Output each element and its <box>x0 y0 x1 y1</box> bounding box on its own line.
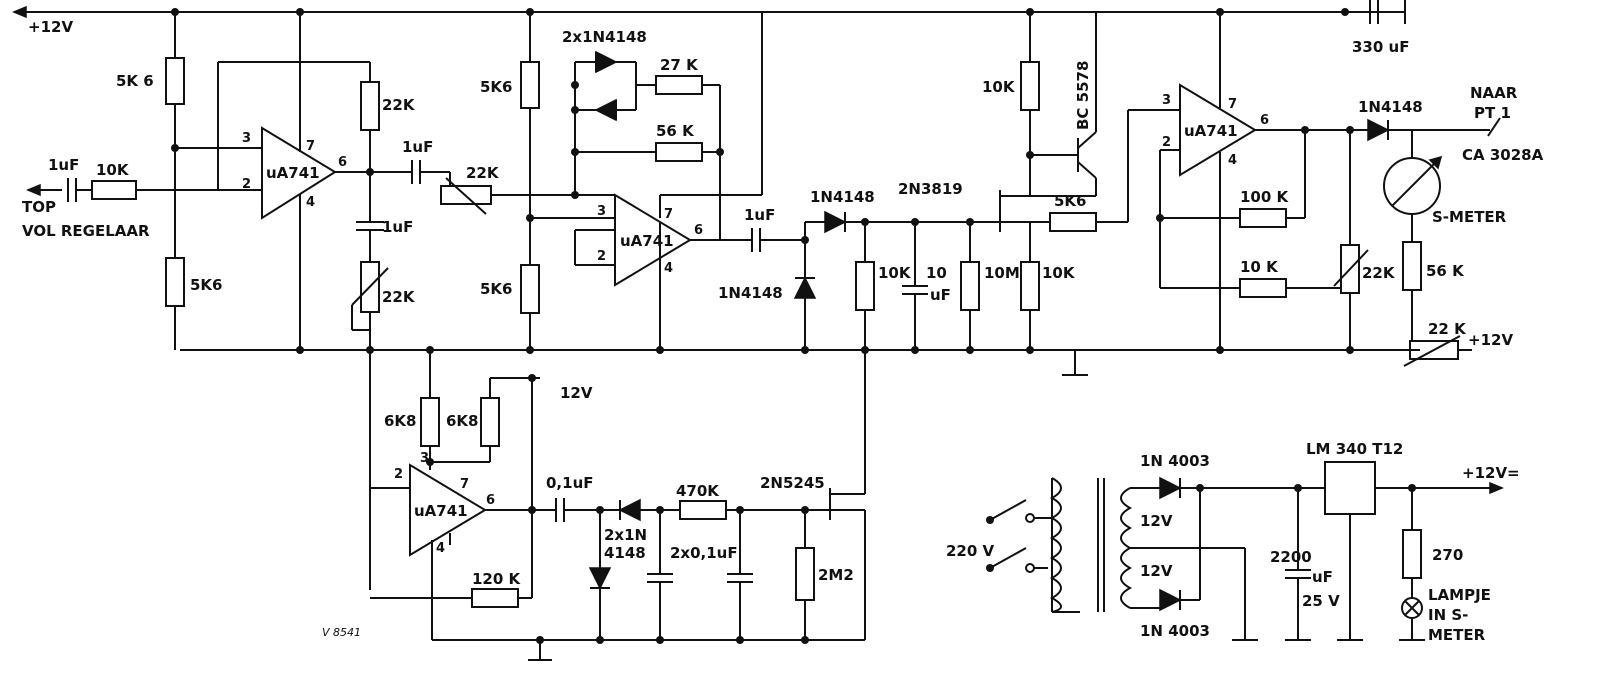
stage2-bias-top-label: 5K6 <box>480 78 513 96</box>
stage2-pin-plus: 3 <box>597 204 606 219</box>
detector-res-load-label: 10K <box>878 264 912 282</box>
detector <box>793 12 1180 350</box>
psu-cap-voltage-label: 25 V <box>1302 592 1340 610</box>
stage1-pin-vcc: 7 <box>306 139 315 154</box>
psu-diode-top-label: 1N 4003 <box>1140 452 1210 470</box>
stage1-feedback-label: 22K <box>382 96 416 114</box>
stage3-pin-vcc: 7 <box>1228 97 1237 112</box>
stage4-opamp-label: uA741 <box>414 502 468 520</box>
stage3-meter-label: S-METER <box>1432 208 1507 226</box>
stage3-pin-minus: 2 <box>1162 135 1171 150</box>
supply-rails <box>12 5 1420 462</box>
psu-cap-unit-label: uF <box>1312 568 1333 586</box>
stage3-opamp-label: uA741 <box>1184 122 1238 140</box>
stage3-supply-cap-label: 330 uF <box>1352 38 1409 56</box>
stage4-fet-label: 2N5245 <box>760 474 825 492</box>
psu-cap-value-label: 2200 <box>1270 548 1312 566</box>
stage1-bias-top-label: 5K 6 <box>116 72 154 90</box>
stage3-pin-vee: 4 <box>1228 153 1237 168</box>
stage2-bias-bottom-label: 5K6 <box>480 280 513 298</box>
psu-winding-bottom-label: 12V <box>1140 562 1173 580</box>
detector-cap-value-label: 10 <box>926 264 947 282</box>
stage4-caps-label: 2x0,1uF <box>670 544 738 562</box>
stage1-input-cap-label: 1uF <box>48 156 79 174</box>
stage1-pin-minus: 2 <box>242 177 251 192</box>
psu-winding-top-label: 12V <box>1140 512 1173 530</box>
stage1-input-label-top: TOP <box>22 198 56 216</box>
stage3-meter-pot-label: 22 K <box>1428 320 1467 338</box>
psu-lamp-label-3: METER <box>1428 626 1486 644</box>
stage3-pot-label: 22K <box>1362 264 1396 282</box>
stage4-pin-minus: 2 <box>394 467 403 482</box>
stage2-pin-vee: 4 <box>664 261 673 276</box>
stage1-level-pot-label: 22K <box>466 164 500 182</box>
stage2-opamp-label: uA741 <box>620 232 674 250</box>
stage3-meter-res-label: 56 K <box>1426 262 1465 280</box>
detector-res-10m-label: 10M <box>984 264 1020 282</box>
stage4-pin-plus: 3 <box>420 451 429 466</box>
stage2-pin-vcc: 7 <box>664 207 673 222</box>
psu-lamp-res-label: 270 <box>1432 546 1463 564</box>
stage3-transistor-label: BC 5578 <box>1074 61 1092 130</box>
stage4-fb-res-label: 120 K <box>472 570 522 588</box>
rail-label-bias: 12V <box>560 384 593 402</box>
stage4-bias-res-2-label: 6K8 <box>446 412 479 430</box>
stage3-out-diode-label: 1N4148 <box>1358 98 1423 116</box>
stage4-diodes-label-2: 4148 <box>604 544 646 562</box>
stage1-pin-vee: 4 <box>306 195 315 210</box>
detector-res-fet-label: 5K6 <box>1054 192 1087 210</box>
stage1-pin-out: 6 <box>338 155 347 170</box>
stage3-fb-res-label: 100 K <box>1240 188 1290 206</box>
stage2-pin-minus: 2 <box>597 249 606 264</box>
stage4-res-470k-label: 470K <box>676 482 720 500</box>
psu-mains-label: 220 V <box>946 542 995 560</box>
rail-label-top: +12V <box>28 18 73 36</box>
stage1-bias-bottom-label: 5K6 <box>190 276 223 294</box>
stage1-coupling-cap-label: 1uF <box>402 138 433 156</box>
stage4-pin-vcc: 7 <box>460 477 469 492</box>
stage3-to-label-pt1: PT 1 <box>1474 104 1511 122</box>
power-supply <box>986 461 1504 641</box>
psu-output-label: +12V= <box>1462 464 1520 482</box>
stage1-gain-cap-label: 1uF <box>382 218 413 236</box>
stage-3 <box>1030 0 1501 367</box>
stage2-res-fb-label: 56 K <box>656 122 695 140</box>
detector-series-diode-label: 1N4148 <box>810 188 875 206</box>
stage4-drawing-ref: V 8541 <box>322 626 361 639</box>
stage-4 <box>369 350 866 661</box>
stage1-opamp-label: uA741 <box>266 164 320 182</box>
psu-lamp-label-1: LAMPJE <box>1428 586 1491 604</box>
stage1-input-res-label: 10K <box>96 161 130 179</box>
psu-lamp-label-2: IN S- <box>1428 606 1468 624</box>
stage2-res-diode-label: 27 K <box>660 56 699 74</box>
stage3-pin-out: 6 <box>1260 113 1269 128</box>
stage4-pin-vee: 4 <box>436 541 445 556</box>
detector-res-source-label: 10K <box>1042 264 1076 282</box>
stage4-bias-res-1-label: 6K8 <box>384 412 417 430</box>
stage2-pin-out: 6 <box>694 223 703 238</box>
stage2-out-cap-label: 1uF <box>744 206 775 224</box>
stage3-to-label-ca: CA 3028A <box>1462 146 1544 164</box>
psu-diode-bottom-label: 1N 4003 <box>1140 622 1210 640</box>
stage2-diodes-label: 2x1N4148 <box>562 28 647 46</box>
stage3-pin-plus: 3 <box>1162 93 1171 108</box>
stage-2 <box>520 12 805 350</box>
stage3-to-label-naar: NAAR <box>1470 84 1518 102</box>
stage3-res-10k-label: 10 K <box>1240 258 1279 276</box>
detector-shunt-diode-label: 1N4148 <box>718 284 783 302</box>
detector-cap-unit-label: uF <box>930 286 951 304</box>
stage1-pin-plus: 3 <box>242 131 251 146</box>
stage4-out-cap-label: 0,1uF <box>546 474 594 492</box>
detector-fet-label: 2N3819 <box>898 180 963 198</box>
stage4-pin-out: 6 <box>486 493 495 508</box>
stage4-diodes-label-1: 2x1N <box>604 526 647 544</box>
stage1-gain-pot-label: 22K <box>382 288 416 306</box>
stage1-input-label-vol: VOL REGELAAR <box>22 222 150 240</box>
stage4-res-2m2-label: 2M2 <box>818 566 854 584</box>
psu-reg-label: LM 340 T12 <box>1306 440 1403 458</box>
detector-res-drain-label: 10K <box>982 78 1016 96</box>
stage-1 <box>26 12 575 350</box>
rail-label-right: +12V <box>1468 331 1513 349</box>
